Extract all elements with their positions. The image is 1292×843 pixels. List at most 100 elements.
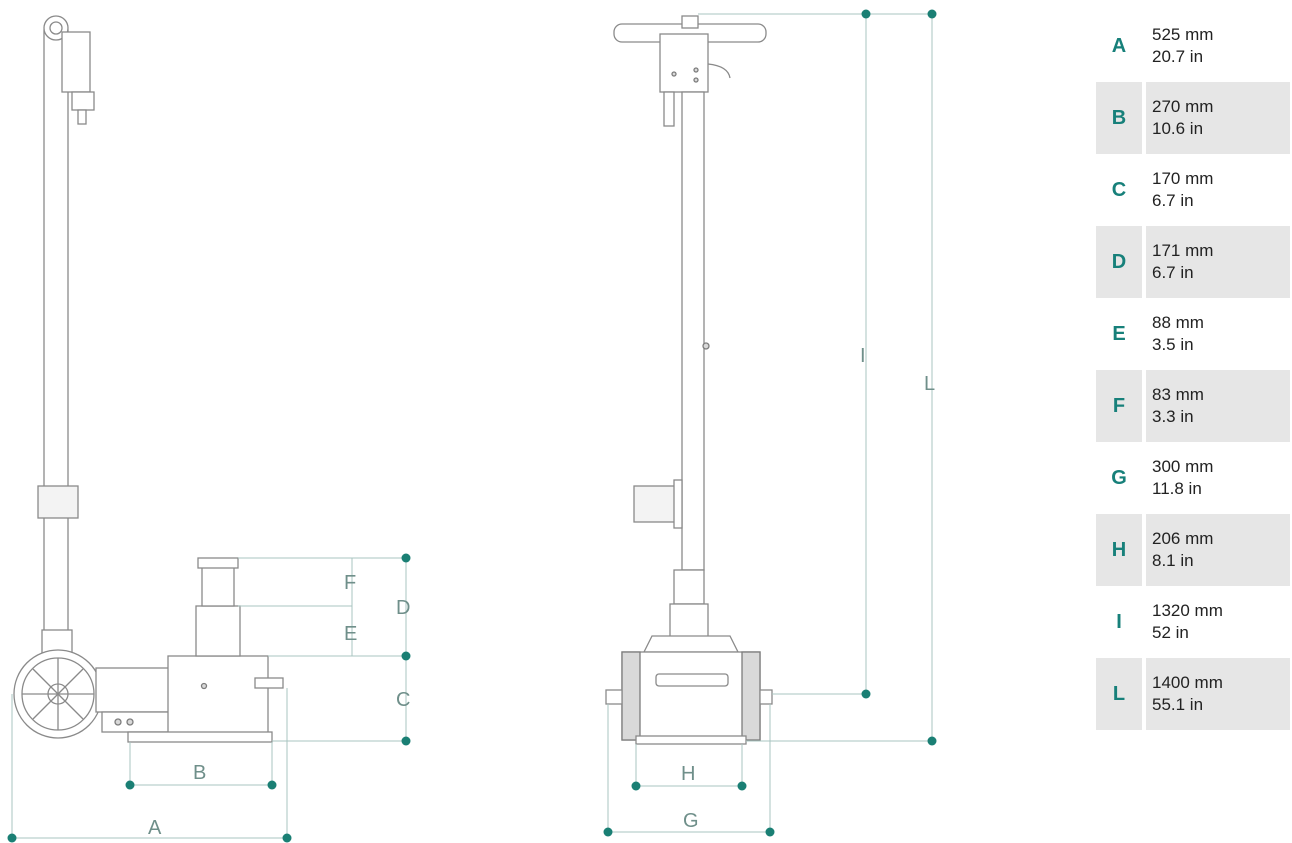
dim-label-f: F	[344, 572, 356, 594]
spec-mm: 1320 mm	[1152, 601, 1223, 620]
spec-value: 206 mm 8.1 in	[1142, 514, 1290, 586]
front-wheel-right	[741, 651, 761, 741]
spec-mm: 170 mm	[1152, 169, 1214, 188]
side-handle-grip-inner	[49, 21, 63, 35]
spec-mm: 83 mm	[1152, 385, 1204, 404]
dim-label-d: D	[396, 597, 410, 619]
spec-value: 1320 mm 52 in	[1142, 586, 1290, 658]
dim-dot	[861, 9, 871, 19]
spec-inch: 8.1 in	[1152, 551, 1194, 570]
side-handle-clamp	[37, 485, 79, 519]
spec-key: D	[1096, 226, 1144, 298]
spec-inch: 3.5 in	[1152, 335, 1194, 354]
front-valve-body	[659, 33, 709, 93]
front-clamp-plate	[673, 479, 683, 529]
dim-dot	[401, 736, 411, 746]
front-air-inlet	[707, 63, 731, 79]
dim-dot	[765, 827, 775, 837]
spec-row-d: D 171 mm 6.7 in	[1096, 226, 1290, 298]
side-body-rivet	[200, 682, 208, 690]
side-dimensions: F E D C B A	[7, 553, 411, 843]
spec-row-e: E 88 mm 3.5 in	[1096, 298, 1290, 370]
side-release-knob	[254, 677, 284, 689]
spec-mm: 270 mm	[1152, 97, 1214, 116]
front-ram-lower	[669, 603, 709, 639]
dim-dot	[927, 736, 937, 746]
spec-value: 270 mm 10.6 in	[1142, 82, 1290, 154]
dim-dot	[861, 689, 871, 699]
dim-label-l: L	[924, 373, 935, 395]
spec-key: B	[1096, 82, 1144, 154]
side-wheel-spoke	[32, 668, 84, 720]
spec-key: E	[1112, 322, 1126, 345]
front-handle-clamp	[633, 485, 677, 523]
side-ram-stage-2	[201, 565, 235, 607]
dim-dot	[603, 827, 613, 837]
front-valve-nozzle	[663, 91, 675, 127]
side-saddle	[197, 557, 239, 569]
dim-dot	[401, 651, 411, 661]
front-valve-screw	[693, 67, 699, 73]
spec-mm: 525 mm	[1152, 25, 1214, 44]
side-air-pump-base	[101, 711, 177, 733]
front-wheel-left	[621, 651, 641, 741]
spec-inch: 52 in	[1152, 623, 1189, 642]
dim-label-i: I	[860, 345, 866, 367]
front-ram-upper	[673, 569, 705, 605]
spec-inch: 10.6 in	[1152, 119, 1204, 138]
side-bolt	[126, 718, 134, 726]
dim-dot	[267, 780, 277, 790]
side-view	[13, 15, 284, 743]
spec-mm: 171 mm	[1152, 241, 1214, 260]
spec-value: 88 mm 3.5 in	[1142, 298, 1290, 370]
dim-dot	[282, 833, 292, 843]
side-ram-stage-1	[195, 605, 241, 657]
spec-inch: 20.7 in	[1152, 47, 1204, 66]
dim-label-b: B	[193, 762, 206, 784]
dim-label-h: H	[681, 763, 695, 785]
spec-value: 525 mm 20.7 in	[1142, 10, 1290, 82]
side-valve-nozzle	[77, 109, 87, 125]
dim-dot	[631, 781, 641, 791]
side-valve-fitting	[71, 91, 95, 111]
dim-label-a: A	[148, 817, 162, 839]
side-jack-body	[167, 655, 269, 735]
spec-value: 171 mm 6.7 in	[1142, 226, 1290, 298]
spec-inch: 11.8 in	[1152, 479, 1202, 498]
spec-row-b: B 270 mm 10.6 in	[1096, 82, 1290, 154]
spec-inch: 6.7 in	[1152, 263, 1194, 282]
front-base-plate	[635, 735, 747, 745]
dim-label-g: G	[683, 810, 699, 832]
dim-dot	[737, 781, 747, 791]
dim-dot	[927, 9, 937, 19]
side-valve-body	[61, 31, 91, 93]
dim-dot	[125, 780, 135, 790]
side-bolt	[114, 718, 122, 726]
front-valve-screw	[671, 71, 677, 77]
front-t-handle-cap	[681, 15, 699, 29]
spec-mm: 206 mm	[1152, 529, 1214, 548]
front-dimensions: I L H G	[603, 9, 937, 837]
front-handle-slot	[655, 673, 729, 687]
spec-key: L	[1096, 658, 1144, 730]
front-top-bracket	[642, 635, 740, 653]
side-base-plate	[127, 731, 273, 743]
dim-dot	[401, 553, 411, 563]
side-handle-tube	[43, 29, 69, 643]
front-axle-left	[605, 689, 623, 705]
spec-mm: 88 mm	[1152, 313, 1204, 332]
spec-key: C	[1111, 178, 1127, 201]
dim-label-c: C	[396, 689, 410, 711]
